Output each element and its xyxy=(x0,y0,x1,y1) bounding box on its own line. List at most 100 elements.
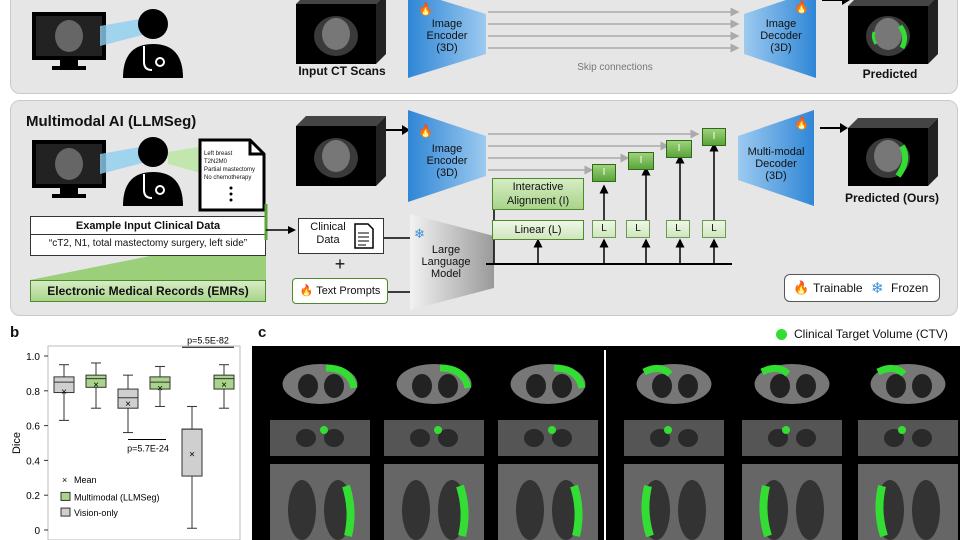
fire-icon: 🔥 xyxy=(794,116,809,130)
skip-arrows-top xyxy=(488,7,740,53)
ctv-contour xyxy=(875,485,888,538)
ct-lung xyxy=(552,374,572,398)
ct-lung xyxy=(402,480,430,540)
plus-sign: + xyxy=(334,254,346,274)
ctv-contour xyxy=(782,426,790,434)
linear-token: L xyxy=(666,220,690,238)
linear-token: L xyxy=(702,220,726,238)
box xyxy=(149,376,171,390)
ctv-contour xyxy=(439,364,472,389)
ctv-contour xyxy=(898,426,906,434)
doc-gaze-beam xyxy=(168,146,204,174)
interaction-token: I xyxy=(592,164,616,182)
example-title: Example Input Clinical Data xyxy=(31,220,265,235)
predicted-cube-mm xyxy=(848,118,938,186)
document-icon xyxy=(354,223,374,249)
emr-connector xyxy=(264,204,296,240)
snowflake-icon: ❄ xyxy=(414,226,425,241)
ct-lung xyxy=(678,480,706,540)
ct-lung xyxy=(678,429,698,447)
ct-lung xyxy=(324,429,344,447)
ct-lung xyxy=(796,429,816,447)
example-text: “cT2, N1, total mastectomy surgery, left… xyxy=(48,238,248,249)
image-encoder-mm-label: Image Encoder (3D) xyxy=(426,143,468,179)
ct-lung xyxy=(768,429,788,447)
ct-lung xyxy=(298,374,318,398)
ct-coronal-slice xyxy=(858,420,958,456)
emr-funnel xyxy=(30,256,266,280)
mean-marker: × xyxy=(157,383,163,394)
linear-box: Linear (L) xyxy=(492,220,584,240)
ctv-contour xyxy=(570,484,583,537)
mean-marker: × xyxy=(61,387,67,398)
y-axis-label: Dice xyxy=(11,432,23,454)
ctv-contour xyxy=(642,365,673,377)
linear-token: L xyxy=(626,220,650,238)
ct-lung xyxy=(324,374,344,398)
ct-frontal-slice xyxy=(858,464,958,540)
doctor-icon xyxy=(123,137,183,206)
predicted-ours-label: Predicted (Ours) xyxy=(844,191,940,205)
image-decoder-top-label: Image Decoder (3D) xyxy=(760,18,802,54)
ct-lung xyxy=(912,374,932,398)
legend-swatch xyxy=(60,491,71,501)
llm-label: Large Language Model xyxy=(421,244,471,280)
emr-box: Electronic Medical Records (EMRs) xyxy=(30,280,266,302)
ctv-contour xyxy=(759,485,772,538)
fire-icon: 🔥 xyxy=(418,2,433,16)
ct-lung xyxy=(288,480,316,540)
ct-coronal-slice xyxy=(384,420,484,456)
mean-marker: × xyxy=(221,380,227,391)
ct-coronal-slice xyxy=(270,420,370,456)
ct-coronal-slice xyxy=(742,420,842,456)
gaze-beam xyxy=(100,18,146,46)
ct-slices xyxy=(270,364,958,540)
y-tick-label: 0 xyxy=(34,526,40,537)
ctv-contour xyxy=(342,484,355,537)
ctv-contour xyxy=(434,426,442,434)
ct-frontal-slice xyxy=(384,464,484,540)
input-ct-cube xyxy=(296,116,386,186)
ct-lung xyxy=(770,374,790,398)
mean-marker: × xyxy=(125,399,131,410)
legend-mean-marker: × xyxy=(62,475,67,485)
image-encoder-top-label: Image Encoder (3D) xyxy=(426,18,468,54)
panel-b-label: b xyxy=(10,324,20,341)
multimodal-decoder-label: Multi-modal Decoder (3D) xyxy=(747,146,805,182)
ct-lung xyxy=(796,480,824,540)
ctv-contour xyxy=(325,364,358,389)
ctv-legend-dot xyxy=(776,329,787,340)
ct-frontal-slice xyxy=(624,464,724,540)
doctor-icon xyxy=(123,9,183,78)
y-tick-label: 0.2 xyxy=(26,491,40,502)
ctv-contour xyxy=(553,364,586,389)
y-tick-label: 0.8 xyxy=(26,387,40,398)
mean-marker: × xyxy=(189,449,195,460)
ct-lung xyxy=(524,429,544,447)
interaction-token: I xyxy=(628,152,654,170)
input-ct-label: Input CT Scans xyxy=(298,64,386,78)
ct-lung xyxy=(552,429,572,447)
doc-line: No chemotherapy xyxy=(204,175,252,181)
ctv-legend-label: Clinical Target Volume (CTV) xyxy=(794,327,948,341)
legend-swatch xyxy=(60,507,71,517)
ct-coronal-slice xyxy=(498,420,598,456)
snowflake-icon: ❄ xyxy=(871,280,884,297)
linear-token: L xyxy=(592,220,616,238)
ctv-contour xyxy=(320,426,328,434)
skip-arrows-mm xyxy=(486,129,732,265)
dice-box-plot: 00.20.40.60.81.0Dice××××××p=5.5E-82p=5.7… xyxy=(11,336,241,540)
ct-lung xyxy=(650,429,670,447)
predicted-label-top: Predicted xyxy=(862,67,918,81)
text-prompts-label: Text Prompts xyxy=(316,285,381,297)
fire-icon: 🔥 xyxy=(418,124,433,138)
input-arrow xyxy=(386,125,410,135)
ct-lung xyxy=(296,429,316,447)
ctv-contour xyxy=(760,365,791,377)
ctv-contour xyxy=(456,484,469,537)
ct-lung xyxy=(516,480,544,540)
ct-lung xyxy=(438,374,458,398)
ct-lung xyxy=(438,429,458,447)
p-value-annotation: p=5.5E-82 xyxy=(187,336,229,345)
legend-item: Multimodal (LLMSeg) xyxy=(74,492,160,502)
